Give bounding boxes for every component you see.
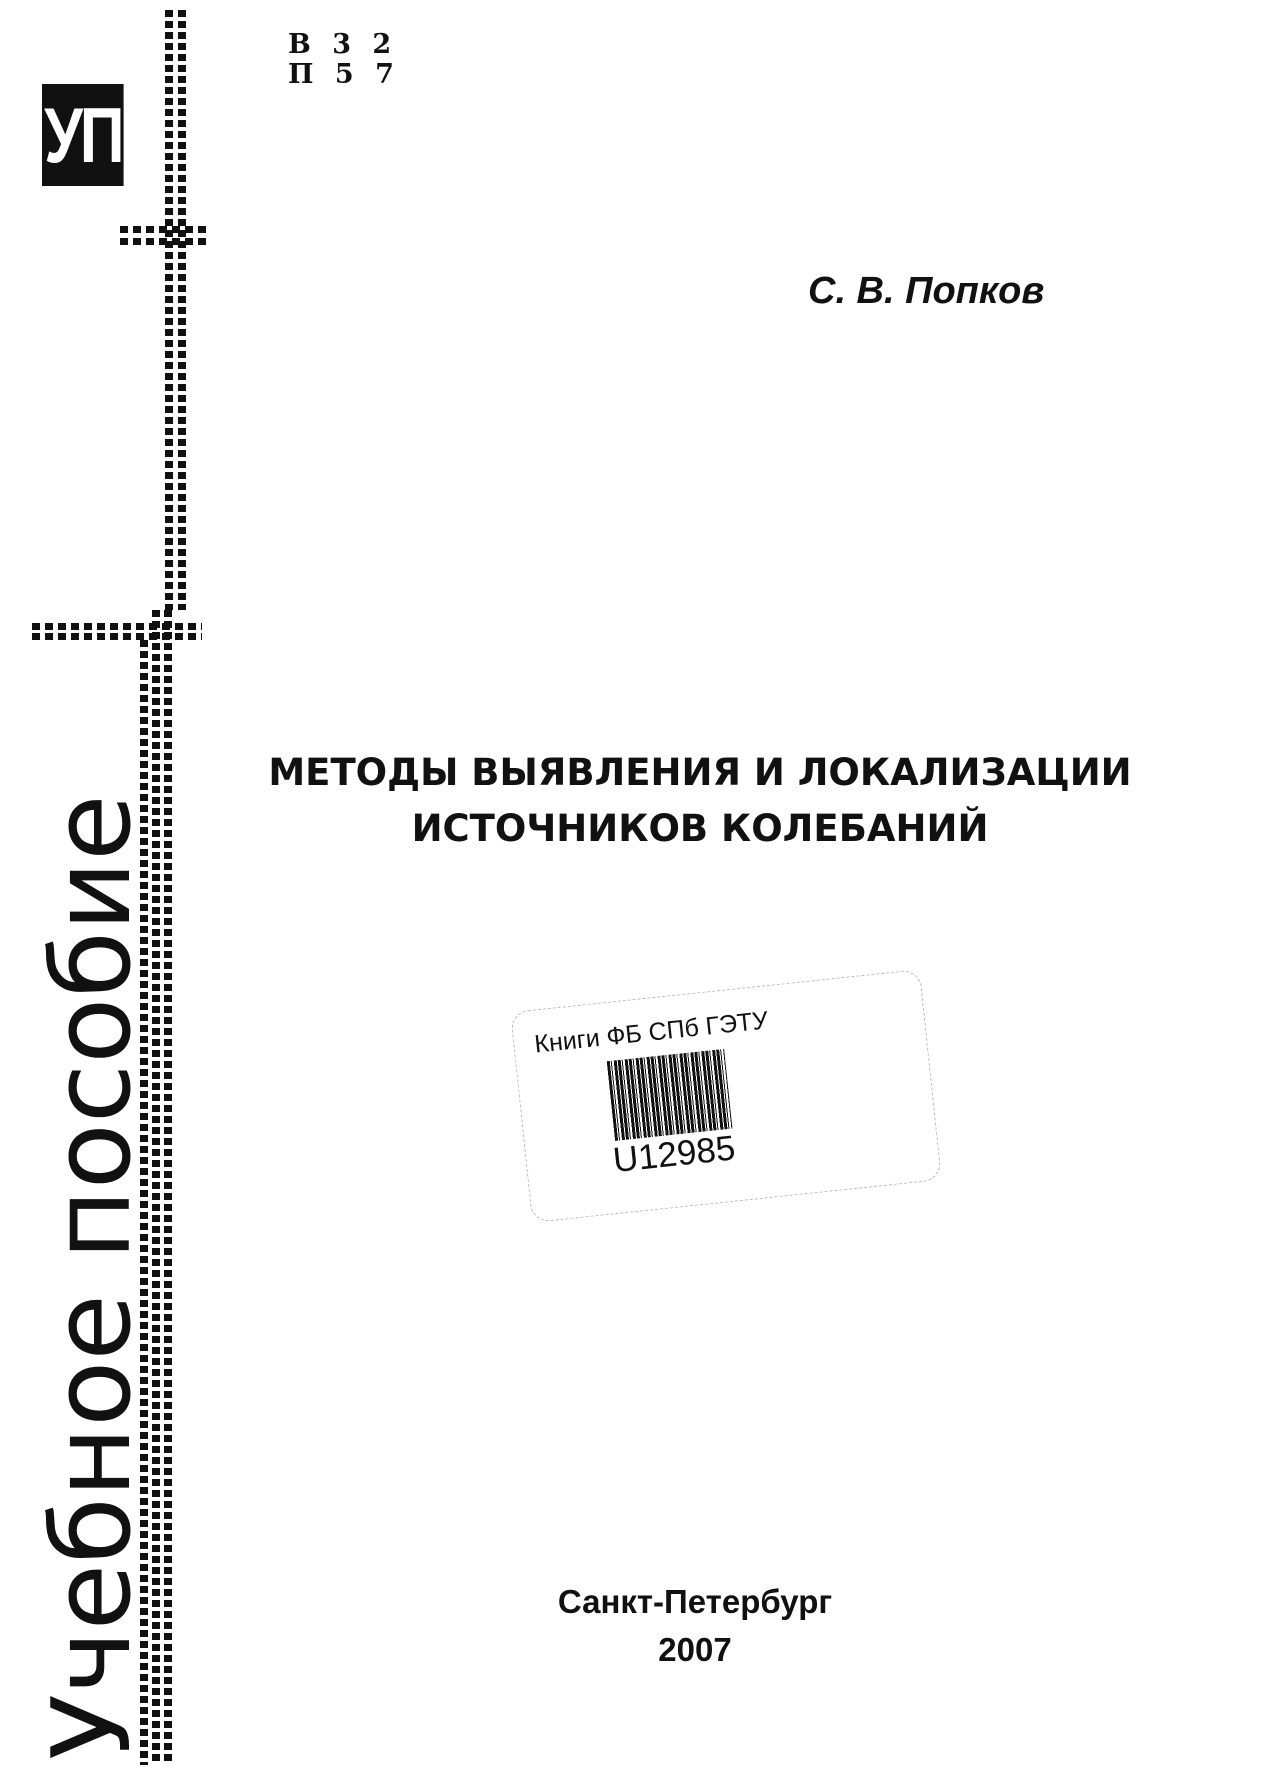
classification-code-line: В 3 2	[288, 29, 398, 60]
classification-code: В 3 2 П 5 7	[288, 30, 400, 90]
dotted-line-horizontal-mid	[32, 623, 202, 630]
dotted-line-vertical-bottom	[140, 640, 148, 1765]
publication-year: 2007	[658, 1631, 732, 1668]
barcode-icon	[606, 1048, 733, 1141]
book-title-line: МЕТОДЫ ВЫЯВЛЕНИЯ И ЛОКАЛИЗАЦИИ	[268, 751, 1132, 794]
dotted-line-vertical-bottom-2	[152, 610, 160, 1765]
dotted-line-vertical-top	[165, 10, 173, 610]
series-label-vertical: Учебное пособие	[30, 794, 155, 1760]
library-stamp: Книги ФБ СПб ГЭТУ U12985	[510, 969, 942, 1223]
author-name: С. В. Попков	[808, 270, 1045, 312]
classification-code-line: П 5 7	[288, 59, 400, 90]
dotted-line-vertical-bottom-3	[164, 610, 172, 1765]
publication-city: Санкт-Петербург	[557, 1583, 833, 1620]
dotted-line-horizontal-mid-2	[32, 633, 202, 640]
book-title: МЕТОДЫ ВЫЯВЛЕНИЯ И ЛОКАЛИЗАЦИИ ИСТОЧНИКО…	[230, 745, 1170, 857]
book-title-line: ИСТОЧНИКОВ КОЛЕБАНИЙ	[411, 807, 989, 850]
dotted-line-horizontal-top	[120, 226, 210, 233]
publication-info: Санкт-Петербург 2007	[400, 1578, 990, 1674]
dotted-line-vertical-top-2	[178, 10, 186, 610]
dotted-line-horizontal-top-2	[120, 238, 210, 245]
library-stamp-label: Книги ФБ СПб ГЭТУ	[533, 1006, 770, 1059]
series-logo: УП	[42, 84, 125, 186]
